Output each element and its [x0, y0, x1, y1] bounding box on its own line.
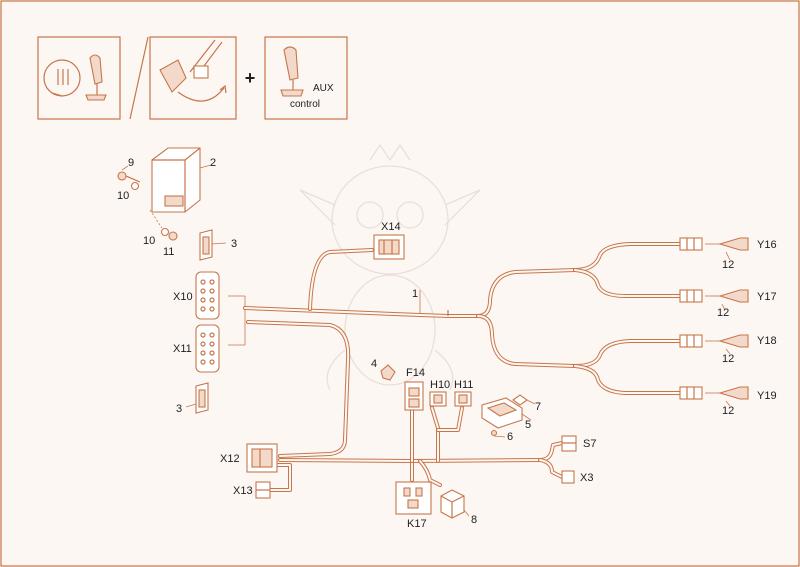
label-2: 2	[210, 157, 216, 169]
label-y16: Y16	[757, 239, 777, 251]
label-7: 7	[535, 401, 541, 413]
label-8: 8	[471, 514, 477, 526]
connector-x11	[195, 324, 220, 373]
label-12d: 12	[722, 405, 734, 417]
label-x12: X12	[220, 453, 240, 465]
label-10b: 10	[143, 235, 155, 247]
lever-position-icon	[43, 59, 81, 97]
label-x11: X11	[173, 343, 192, 355]
bucket-icon	[159, 39, 227, 102]
legend-divider	[129, 36, 149, 120]
label-3b: 3	[176, 403, 182, 415]
connector-3-bottom	[185, 382, 209, 414]
cover-7	[512, 394, 536, 406]
valve-connector-y18	[679, 334, 749, 355]
label-9: 9	[128, 157, 134, 169]
label-y17: Y17	[757, 291, 777, 303]
washer-10b	[149, 209, 170, 237]
screw-9	[117, 165, 141, 183]
connector-3-top	[199, 229, 227, 261]
switch-s7	[561, 435, 577, 452]
label-x3: X3	[580, 472, 593, 484]
relay-socket-k17	[395, 481, 432, 515]
joystick-icon	[85, 54, 107, 101]
label-x10: X10	[173, 291, 193, 303]
aux-label: AUX	[313, 83, 334, 94]
control-unit	[151, 147, 212, 213]
label-10a: 10	[117, 190, 129, 202]
label-5: 5	[525, 419, 531, 431]
valve-connector-y17	[679, 289, 749, 311]
label-k17: K17	[407, 518, 427, 530]
legend-panel: + AUX control	[37, 36, 348, 120]
fuse-holder-f14	[404, 381, 424, 411]
label-y19: Y19	[757, 390, 777, 402]
label-y18: Y18	[757, 335, 777, 347]
label-11: 11	[163, 246, 174, 258]
nut-11	[168, 231, 178, 241]
connector-x3	[561, 470, 575, 484]
lamp-h10	[429, 391, 447, 407]
connector-x14	[373, 234, 405, 260]
connector-x10	[195, 271, 220, 320]
label-4: 4	[371, 358, 377, 370]
connector-x13	[255, 481, 271, 499]
valve-connector-y19	[679, 386, 749, 407]
legend-plus: +	[245, 68, 256, 88]
switch-5	[481, 397, 532, 429]
label-f14: F14	[406, 367, 425, 379]
valve-connector-y16	[679, 237, 749, 261]
aux-joystick-icon	[280, 46, 304, 97]
legend-box-bucket	[149, 36, 237, 120]
connector-x12	[246, 443, 278, 473]
watermark-mascot	[299, 143, 481, 391]
label-x13: X13	[233, 485, 253, 497]
lamp-h11	[454, 391, 472, 407]
label-h10: H10	[430, 379, 450, 391]
label-1: 1	[412, 288, 418, 300]
label-12a: 12	[722, 259, 734, 271]
clip-4	[380, 364, 396, 381]
legend-box-lever	[37, 36, 121, 120]
screw-6	[490, 429, 506, 438]
legend-box-aux	[264, 36, 348, 120]
label-6: 6	[507, 431, 513, 443]
label-12c: 12	[722, 353, 734, 365]
label-x14: X14	[381, 221, 401, 233]
aux-control-label: control	[290, 99, 320, 110]
label-h11: H11	[454, 379, 473, 391]
relay-8	[440, 489, 470, 519]
washer-10a	[130, 181, 140, 191]
label-12b: 12	[717, 307, 729, 319]
label-3a: 3	[231, 238, 237, 250]
wiring-harness	[228, 242, 682, 492]
label-s7: S7	[583, 438, 596, 450]
